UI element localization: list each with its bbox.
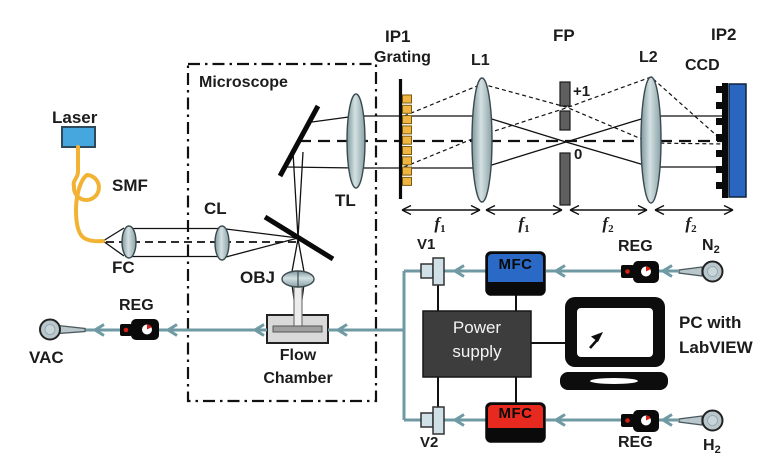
power-supply-box bbox=[422, 310, 532, 378]
ip1-label: IP1 bbox=[385, 27, 411, 46]
microscope-box bbox=[186, 62, 378, 403]
pc-label-2: LabVIEW bbox=[679, 338, 753, 357]
cl-label: CL bbox=[204, 199, 227, 218]
fiber bbox=[71, 145, 105, 244]
reg-n2 bbox=[621, 261, 659, 283]
v1-label: V1 bbox=[417, 236, 436, 253]
n2-bottle bbox=[678, 260, 724, 283]
reg-vac-label: REG bbox=[119, 297, 154, 314]
v1-valve bbox=[420, 257, 445, 286]
control-wires bbox=[437, 285, 565, 407]
beamsplitter bbox=[263, 214, 335, 262]
obj-label: OBJ bbox=[240, 268, 275, 287]
ccd-comb bbox=[716, 83, 728, 198]
mfc-h2 bbox=[485, 402, 546, 443]
fourier-plane-stop bbox=[559, 81, 571, 206]
flow-chamber-label-2: Chamber bbox=[263, 370, 333, 387]
fc-label: FC bbox=[112, 258, 135, 277]
tl-label: TL bbox=[335, 191, 356, 210]
focal-arrows bbox=[401, 204, 734, 216]
power-supply-label-1: Power bbox=[452, 318, 502, 337]
f1-label-a: f1 bbox=[434, 214, 446, 235]
zero-order-label: 0 bbox=[574, 146, 583, 163]
mfc-n2-label: MFC bbox=[498, 256, 533, 273]
tube-lens bbox=[346, 93, 366, 189]
ccd-label: CCD bbox=[685, 57, 720, 74]
vac-label: VAC bbox=[29, 348, 64, 367]
l1-label: L1 bbox=[471, 52, 490, 69]
n2-label: N2 bbox=[702, 237, 720, 256]
reg-vac bbox=[120, 319, 159, 340]
grating bbox=[402, 94, 412, 186]
beam-rays bbox=[102, 115, 722, 315]
plus-one-label: +1 bbox=[573, 83, 591, 100]
l2-label: L2 bbox=[639, 49, 658, 66]
reg-h2-label: REG bbox=[618, 434, 653, 451]
grating-label: Grating bbox=[374, 49, 431, 66]
cursor-icon bbox=[589, 332, 603, 349]
smf-label: SMF bbox=[112, 176, 148, 195]
sample-stem bbox=[293, 286, 303, 329]
v2-valve bbox=[420, 406, 445, 435]
l2-lens bbox=[640, 76, 662, 204]
cl-lens bbox=[214, 225, 230, 261]
mfc-n2 bbox=[485, 251, 546, 296]
flow-chamber-label-1: Flow bbox=[279, 347, 317, 364]
v2-label: V2 bbox=[420, 434, 439, 451]
flow-lines bbox=[85, 264, 678, 427]
pc-label-1: PC with bbox=[679, 313, 742, 332]
mfc-h2-label: MFC bbox=[498, 405, 533, 422]
diffracted-rays bbox=[403, 76, 726, 168]
vac-pump bbox=[39, 318, 86, 341]
h2-bottle bbox=[678, 409, 724, 432]
fc-lens bbox=[121, 225, 137, 259]
reg-h2 bbox=[621, 410, 659, 432]
power-supply-label-2: supply bbox=[452, 342, 502, 361]
ip2-label: IP2 bbox=[711, 25, 737, 44]
f1-label-b: f1 bbox=[518, 214, 530, 235]
laser-box bbox=[61, 126, 96, 148]
h2-label: H2 bbox=[703, 437, 721, 456]
sample-slide bbox=[272, 325, 323, 333]
f2-label-a: f2 bbox=[602, 214, 614, 235]
microscope-title: Microscope bbox=[199, 74, 288, 91]
fp-label: FP bbox=[553, 26, 575, 45]
laptop bbox=[560, 297, 668, 390]
mirror bbox=[277, 104, 321, 178]
laser-label: Laser bbox=[52, 108, 98, 127]
ccd-sensor bbox=[728, 83, 747, 198]
l1-lens bbox=[471, 77, 493, 203]
reg-n2-label: REG bbox=[618, 238, 653, 255]
f2-label-b: f2 bbox=[685, 214, 697, 235]
